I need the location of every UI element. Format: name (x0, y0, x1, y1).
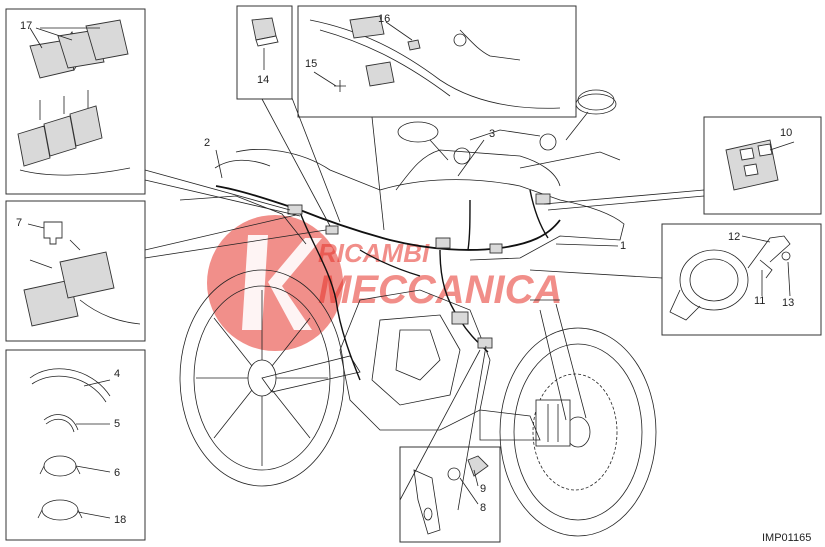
inset-fuses (5, 200, 146, 342)
reference-code: IMP01165 (762, 532, 811, 544)
inset-part-14 (236, 5, 293, 100)
callout-18: 18 (114, 514, 126, 526)
inset-headlight-bracket (661, 223, 822, 336)
callout-6: 6 (114, 467, 120, 479)
leader-lines (144, 97, 705, 511)
inset-handlebar (297, 5, 615, 118)
inset-relays (5, 8, 146, 195)
callout-11: 11 (754, 295, 765, 307)
motorcycle-drawing (179, 93, 657, 537)
callout-14: 14 (257, 74, 269, 86)
front-wheel (499, 327, 657, 537)
rear-wheel (179, 269, 345, 487)
callout-8: 8 (480, 502, 486, 514)
callout-4: 4 (114, 368, 120, 380)
callout-5: 5 (114, 418, 120, 430)
callout-1: 1 (620, 240, 626, 252)
callout-3: 3 (489, 128, 495, 140)
watermark: RICAMBI MECCANICA (207, 215, 562, 351)
watermark-line2: MECCANICA (318, 268, 562, 312)
inset-bracket (399, 446, 501, 543)
callout-16: 16 (378, 13, 390, 25)
inset-cable-ties (5, 349, 146, 541)
callout-7: 7 (16, 217, 22, 229)
callout-10: 10 (780, 127, 792, 139)
callout-9: 9 (480, 483, 486, 495)
callouts: 1 2 3 4 5 6 7 8 9 10 11 12 13 14 15 16 1… (16, 13, 794, 526)
callout-17: 17 (20, 20, 32, 32)
callout-12: 12 (728, 231, 740, 243)
watermark-line1: RICAMBI (318, 238, 430, 268)
callout-15: 15 (305, 58, 317, 70)
inset-leader-lines (27, 21, 795, 519)
callout-2: 2 (204, 137, 210, 149)
inset-part-10 (703, 116, 822, 215)
callout-13: 13 (782, 297, 794, 309)
